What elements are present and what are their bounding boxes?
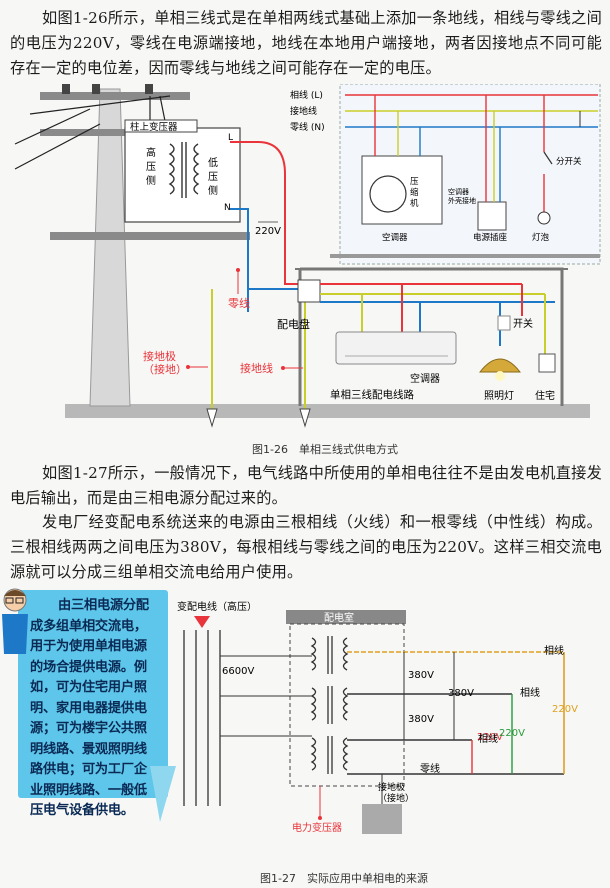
svg-text:开关: 开关 (513, 317, 533, 330)
svg-text:压: 压 (208, 171, 218, 183)
figure-1-27: 变配电线（高压） 配电室 6600V 380V 380V 380V 220V 2… (177, 600, 578, 834)
svg-text:380V: 380V (408, 714, 434, 725)
svg-text:380V: 380V (408, 670, 434, 681)
svg-text:L: L (228, 133, 233, 143)
distribution-panel (297, 279, 321, 303)
svg-text:空调器: 空调器 (410, 372, 440, 385)
svg-text:缩: 缩 (410, 187, 419, 198)
svg-text:接地线: 接地线 (290, 105, 317, 117)
note-box (18, 590, 168, 798)
svg-text:空调器: 空调器 (382, 232, 408, 243)
svg-text:220V: 220V (552, 704, 578, 715)
svg-text:侧: 侧 (146, 174, 156, 187)
svg-text:高: 高 (146, 146, 156, 159)
neutral-label: 零线 (228, 296, 250, 310)
svg-text:接地极: 接地极 (378, 781, 405, 793)
svg-text:220V: 220V (499, 728, 525, 739)
neutral-wire (230, 208, 320, 290)
svg-text:（接地）: （接地） (143, 363, 187, 376)
svg-text:单相三线配电线路: 单相三线配电线路 (330, 388, 414, 401)
light-beam-decoration (150, 766, 176, 822)
svg-text:电力变压器: 电力变压器 (292, 821, 342, 834)
svg-text:零线: 零线 (420, 762, 440, 775)
svg-text:住宅: 住宅 (535, 389, 555, 402)
phase-wire (230, 141, 320, 285)
paragraph-3: 发电厂经变配电系统送来的电源由三根相线（火线）和一根零线（中性线）构成。三根相线… (10, 513, 602, 581)
svg-text:接地极: 接地极 (143, 349, 176, 363)
svg-text:侧: 侧 (208, 184, 218, 197)
svg-text:机: 机 (410, 198, 419, 209)
svg-text:空调器: 空调器 (448, 187, 469, 196)
svg-text:配电室: 配电室 (324, 611, 354, 624)
svg-text:相线 (L): 相线 (L) (290, 89, 323, 101)
svg-text:低: 低 (208, 156, 218, 169)
svg-text:6600V: 6600V (222, 666, 254, 677)
svg-text:接地线: 接地线 (240, 361, 273, 375)
svg-text:变配电线（高压）: 变配电线（高压） (177, 600, 257, 613)
note-text: 由三相电源分配 成多组单相交流电， 用于为使用单相电源 的场合提供电源。例 如，… (30, 598, 149, 818)
svg-text:外壳接地: 外壳接地 (448, 196, 476, 205)
paragraph-1: 如图1-26所示，单相三线式是在单相两线式基础上添加一条地线，相线与零线之间的电… (10, 9, 602, 77)
utility-pole (89, 88, 131, 407)
lamp-shade (478, 358, 522, 373)
svg-text:零线 (N): 零线 (N) (290, 121, 325, 133)
svg-text:相线: 相线 (544, 644, 564, 657)
svg-text:（接地）: （接地） (378, 792, 414, 804)
figure-1-26: 柱上变压器 高 压 侧 低 压 侧 L N 220V 零线 接地极 （接地） 接… (14, 84, 601, 428)
air-conditioner-unit (335, 331, 457, 365)
svg-text:压: 压 (410, 177, 419, 187)
svg-text:380V: 380V (448, 688, 474, 699)
svg-text:灯泡: 灯泡 (532, 232, 550, 243)
ground-strip (65, 404, 590, 418)
pole-transformer-label: 柱上变压器 (130, 121, 178, 133)
svg-text:照明灯: 照明灯 (484, 390, 514, 402)
svg-text:分开关: 分开关 (556, 156, 582, 167)
figure-1-26-caption: 图1-26 单相三线式供电方式 (252, 443, 398, 456)
svg-text:电源插座: 电源插座 (473, 232, 508, 243)
person-icon (2, 588, 28, 654)
voltage-220v-label: 220V (255, 226, 281, 237)
paragraph-2: 如图1-27所示，一般情况下，电气线路中所使用的单相电往往不是由发电机直接发电后… (10, 464, 602, 507)
svg-text:220V: 220V (477, 732, 503, 743)
figure-1-27-caption: 图1-27 实际应用中单相电的来源 (260, 872, 428, 885)
svg-text:压: 压 (146, 161, 156, 173)
svg-text:N: N (224, 203, 231, 213)
inset-socket (477, 201, 507, 231)
transformer-room-outline (289, 623, 405, 787)
distribution-panel-label: 配电盘 (277, 317, 310, 331)
svg-text:相线: 相线 (478, 732, 498, 745)
wall-socket (538, 353, 556, 373)
svg-text:相线: 相线 (520, 686, 540, 699)
